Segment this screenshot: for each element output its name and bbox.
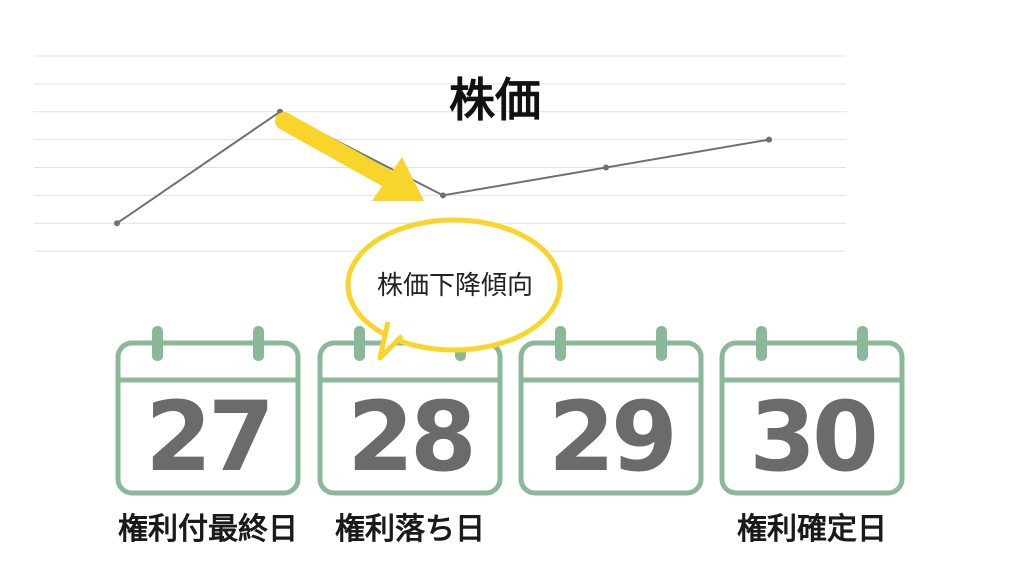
data-point — [114, 220, 120, 227]
calendar-ring-right — [857, 326, 868, 361]
calendar-ring-right — [656, 326, 667, 361]
data-point — [603, 164, 609, 171]
data-point — [766, 136, 772, 143]
calendar-28 — [317, 326, 503, 496]
label-record-day: 権利確定日 — [737, 512, 887, 547]
chart-title: 株価 — [449, 73, 541, 127]
arrow-shaft — [275, 112, 395, 187]
downtrend-arrow — [275, 112, 424, 201]
calendar-day-28: 28 — [347, 381, 477, 493]
calendar-ring-left — [354, 326, 365, 361]
data-point — [440, 192, 446, 199]
calendar-day-30: 30 — [749, 381, 879, 493]
calendar-ring-left — [756, 326, 767, 361]
speech-bubble — [345, 217, 563, 361]
label-ex-rights-day: 権利落ち日 — [335, 512, 485, 547]
calendar-ring-left — [555, 326, 566, 361]
calendar-ring-left — [152, 326, 163, 361]
arrow-head — [372, 157, 424, 201]
calendar-27 — [115, 326, 301, 496]
calendar-day-27: 27 — [145, 381, 275, 493]
calendars — [115, 326, 905, 496]
bubble-text: 株価下降傾向 — [376, 271, 533, 301]
label-last-rights-day: 権利付最終日 — [118, 512, 298, 547]
calendar-day-29: 29 — [548, 381, 678, 493]
bubble-tail — [377, 321, 404, 361]
calendar-29 — [518, 326, 704, 496]
bubble-outline — [345, 217, 563, 353]
price-series — [114, 108, 772, 227]
calendar-ring-right — [253, 326, 264, 361]
calendar-30 — [719, 326, 905, 496]
